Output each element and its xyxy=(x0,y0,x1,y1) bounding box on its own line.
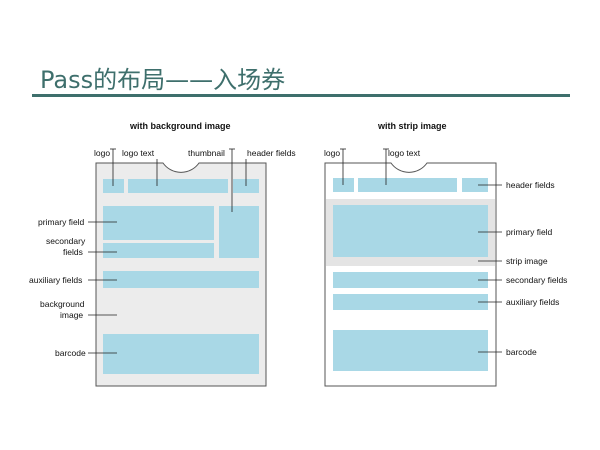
left-logo-text-box xyxy=(128,179,228,193)
left-barcode-box xyxy=(103,334,259,374)
right-label-logo: logo xyxy=(324,148,340,158)
right-diagram: with strip image logo logo text header f… xyxy=(324,121,567,387)
right-auxiliary-fields-box xyxy=(333,294,488,310)
page-title: Pass的布局——入场券 xyxy=(40,66,286,94)
right-secondary-fields-box xyxy=(333,272,488,288)
right-logo-text-box xyxy=(358,178,457,192)
title-underline xyxy=(32,94,570,97)
left-label-logo-text: logo text xyxy=(122,148,155,158)
right-barcode-box xyxy=(333,330,488,371)
right-logo-box xyxy=(333,178,354,192)
left-label-auxiliary-fields: auxiliary fields xyxy=(29,275,82,285)
right-label-secondary-fields: secondary fields xyxy=(506,275,567,285)
right-label-primary-field: primary field xyxy=(506,227,553,237)
left-logo-box xyxy=(103,179,124,193)
left-thumbnail-box xyxy=(219,206,259,258)
left-secondary-fields-box xyxy=(103,243,214,258)
left-top-leaders xyxy=(110,148,247,212)
right-label-logo-text: logo text xyxy=(388,148,421,158)
left-label-background-line1: background xyxy=(40,299,85,309)
right-top-leaders xyxy=(340,148,389,185)
left-primary-field-box xyxy=(103,206,214,240)
right-header-fields-box xyxy=(462,178,488,192)
left-label-logo: logo xyxy=(94,148,110,158)
left-auxiliary-fields-box xyxy=(103,271,259,288)
right-label-header-fields: header fields xyxy=(506,180,555,190)
right-label-strip-image: strip image xyxy=(506,256,548,266)
left-label-background-line2: image xyxy=(60,310,83,320)
left-label-primary-field: primary field xyxy=(38,217,85,227)
right-label-barcode: barcode xyxy=(506,347,537,357)
left-heading: with background image xyxy=(129,121,231,131)
left-label-header-fields: header fields xyxy=(247,148,296,158)
left-side-leaders xyxy=(88,221,117,354)
left-label-secondary-line1: secondary xyxy=(46,236,86,246)
right-side-leaders xyxy=(478,184,502,353)
right-label-auxiliary-fields: auxiliary fields xyxy=(506,297,559,307)
left-label-thumbnail: thumbnail xyxy=(188,148,225,158)
left-diagram: with background image logo logo text thu… xyxy=(29,121,296,387)
left-label-secondary-line2: fields xyxy=(63,247,83,257)
left-label-barcode: barcode xyxy=(55,348,86,358)
right-primary-field-box xyxy=(333,205,488,257)
right-heading: with strip image xyxy=(377,121,447,131)
